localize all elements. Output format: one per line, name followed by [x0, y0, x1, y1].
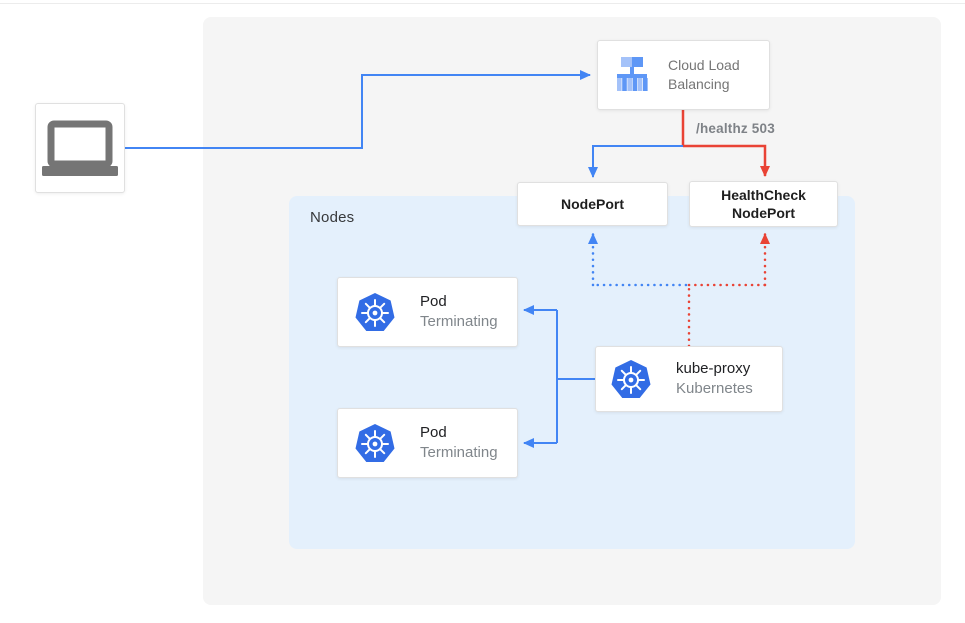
laptop-icon — [42, 120, 118, 176]
cloud-load-balancing-label: Cloud Load Balancing — [668, 57, 740, 92]
pod-title: Pod — [420, 293, 447, 310]
nodeport-node: NodePort — [517, 182, 668, 226]
kube-proxy-title: kube-proxy — [676, 360, 751, 377]
healthz-edge-label: /healthz 503 — [696, 121, 775, 136]
kubernetes-icon — [611, 359, 651, 398]
kube-proxy-subtitle: Kubernetes — [676, 380, 753, 397]
pod-title: Pod — [420, 424, 447, 441]
nodeport-label: NodePort — [561, 196, 624, 212]
kubernetes-icon — [355, 292, 395, 331]
cloud-load-balancing-node: Cloud Load Balancing — [597, 40, 770, 110]
load-balancer-icon — [617, 57, 648, 91]
page-top-divider — [0, 3, 965, 4]
kubernetes-icon — [355, 423, 395, 462]
kube-proxy-node: kube-proxy Kubernetes — [595, 346, 783, 412]
healthcheck-nodeport-node: HealthCheck NodePort — [689, 181, 838, 227]
client-node — [35, 103, 125, 193]
pod-status: Terminating — [420, 313, 498, 330]
healthcheck-nodeport-label: HealthCheck NodePort — [721, 187, 806, 221]
pod-node-top: Pod Terminating — [337, 277, 518, 347]
pod-status: Terminating — [420, 444, 498, 461]
pod-node-bottom: Pod Terminating — [337, 408, 518, 478]
nodes-group-label: Nodes — [310, 209, 355, 226]
